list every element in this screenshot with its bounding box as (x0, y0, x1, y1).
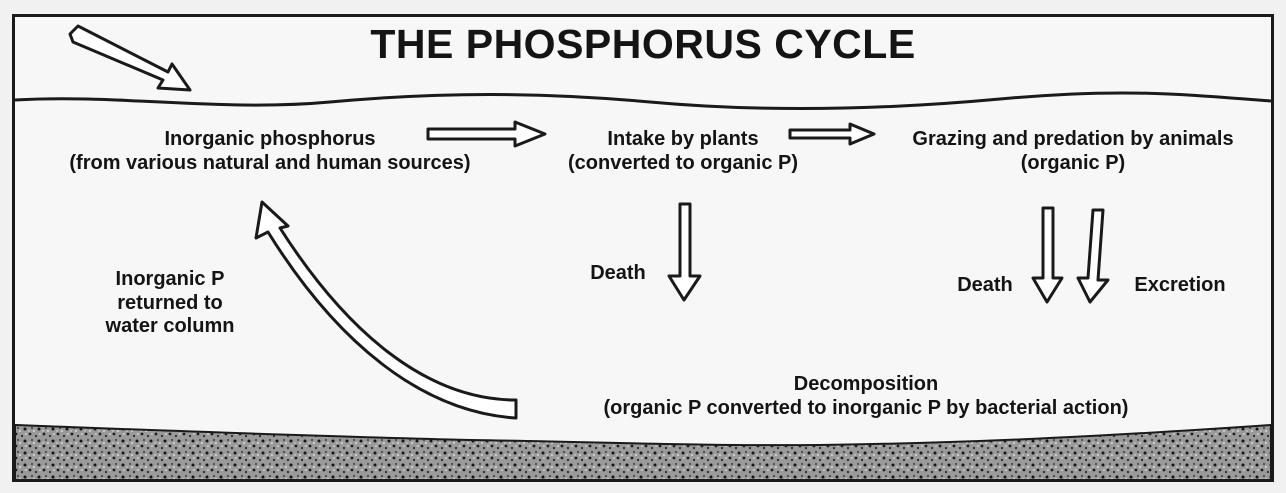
label-returned-line-1: Inorganic P (115, 268, 225, 290)
diagram-frame (12, 14, 1274, 482)
arrow-inorganic-to-intake (426, 120, 547, 148)
arrow-return-to-water-column (254, 200, 518, 420)
node-grazing-predation: Grazing and predation by animals (organi… (866, 128, 1280, 175)
label-returned-line-3: water column (105, 315, 235, 338)
input-arrow (68, 24, 192, 92)
water-surface-line (14, 91, 1272, 110)
node-intake-by-plants-title: Intake by plants (607, 128, 759, 150)
label-plant-death: Death (590, 262, 646, 284)
node-grazing-predation-title: Grazing and predation by animals (912, 128, 1234, 150)
node-grazing-predation-subtitle: (organic P) (1020, 151, 1126, 174)
node-decomposition-subtitle: (organic P converted to inorganic P by b… (603, 396, 1129, 419)
arrow-animal-death (1031, 206, 1064, 304)
node-inorganic-phosphorus: Inorganic phosphorus (from various natur… (20, 128, 520, 175)
label-returned-to-water-column: Inorganic P returned to water column (70, 268, 270, 339)
node-decomposition: Decomposition (organic P converted to in… (516, 373, 1216, 420)
node-decomposition-title: Decomposition (793, 373, 939, 395)
label-excretion: Excretion (1134, 274, 1226, 296)
node-inorganic-phosphorus-subtitle: (from various natural and human sources) (69, 151, 471, 174)
sediment-layer (14, 423, 1272, 481)
node-intake-by-plants-subtitle: (converted to organic P) (567, 151, 799, 174)
arrow-intake-to-grazing (788, 122, 876, 146)
label-animal-death: Death (957, 274, 1013, 296)
diagram-title: THE PHOSPHORUS CYCLE (370, 21, 916, 67)
label-returned-line-2: returned to (117, 291, 223, 314)
arrow-plant-death (667, 202, 702, 302)
node-intake-by-plants: Intake by plants (converted to organic P… (538, 128, 828, 175)
node-inorganic-phosphorus-title: Inorganic phosphorus (164, 128, 376, 150)
arrow-excretion (1076, 208, 1110, 304)
